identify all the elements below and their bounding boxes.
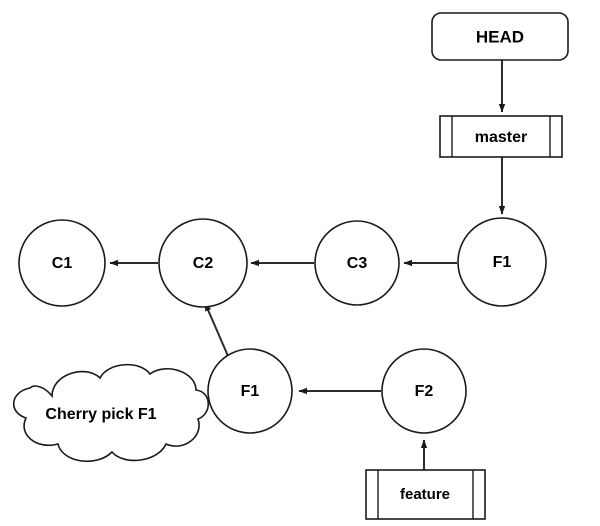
node-master[interactable]: master <box>439 115 563 158</box>
f1-bottom-label: F1 <box>241 383 260 400</box>
master-box[interactable] <box>439 115 563 158</box>
c3-label: C3 <box>347 255 368 272</box>
node-cloud[interactable]: Cherry pick F1 <box>12 363 210 462</box>
c2-label: C2 <box>193 255 214 272</box>
head-box[interactable] <box>431 12 569 61</box>
node-f1-bottom[interactable]: F1 <box>207 348 293 434</box>
feature-label: feature <box>400 486 450 503</box>
node-feature[interactable]: feature <box>365 469 486 520</box>
node-c3[interactable]: C3 <box>314 220 400 306</box>
node-f1-top[interactable]: F1 <box>457 217 547 307</box>
c3-circle[interactable] <box>314 220 400 306</box>
edges-layer <box>109 60 506 470</box>
c2-circle[interactable] <box>158 218 248 308</box>
node-f2[interactable]: F2 <box>381 348 467 434</box>
feature-box[interactable] <box>365 469 486 520</box>
cloud-shape[interactable] <box>12 363 210 462</box>
c1-label: C1 <box>52 255 73 272</box>
f1-bottom-circle[interactable] <box>207 348 293 434</box>
node-c2[interactable]: C2 <box>158 218 248 308</box>
cloud-label: Cherry pick F1 <box>45 406 156 423</box>
f2-label: F2 <box>415 383 434 400</box>
c1-circle[interactable] <box>18 219 106 307</box>
f1-top-label: F1 <box>493 254 512 271</box>
edge-f1bottom-to-c2 <box>204 302 229 357</box>
f1-top-circle[interactable] <box>457 217 547 307</box>
head-label: HEAD <box>476 27 524 46</box>
f2-circle[interactable] <box>381 348 467 434</box>
node-head[interactable]: HEAD <box>431 12 569 61</box>
node-c1[interactable]: C1 <box>18 219 106 307</box>
master-label: master <box>475 129 527 146</box>
